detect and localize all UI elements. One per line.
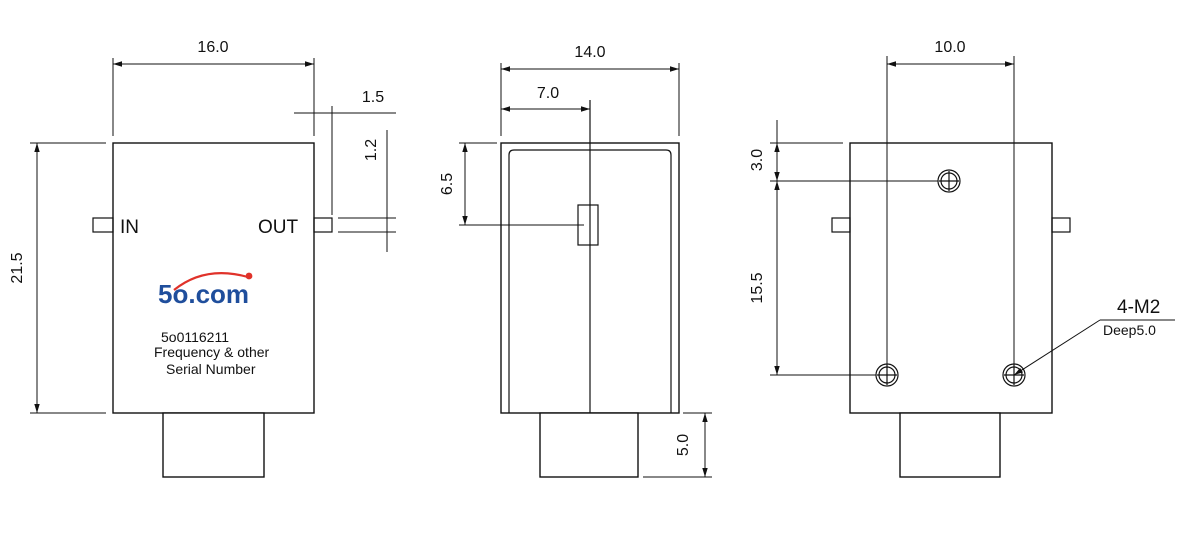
dim-height-text: 21.5 xyxy=(9,252,26,283)
dim-side-width-text: 14.0 xyxy=(574,44,605,61)
dim-pin-pos-text: 6.5 xyxy=(439,173,456,195)
dim-connector-text: 5.0 xyxy=(675,434,692,456)
side-view: 14.0 7.0 6.5 5.0 xyxy=(439,44,712,478)
frequency-text: Frequency & other xyxy=(154,344,270,360)
front-housing xyxy=(112,142,315,414)
dim-top-offset-text: 3.0 xyxy=(749,149,766,171)
back-right-pin xyxy=(1051,217,1071,233)
in-label: IN xyxy=(120,217,139,238)
mounting-hole-top xyxy=(937,169,961,193)
side-connector xyxy=(539,412,639,478)
back-connector xyxy=(899,412,1001,478)
mounting-hole-bottom-left xyxy=(875,363,899,387)
dim-vertical-spacing-text: 15.5 xyxy=(749,272,766,303)
dim-width-text: 16.0 xyxy=(197,39,228,56)
in-pin xyxy=(92,217,114,233)
out-pin xyxy=(313,217,333,233)
logo-swoosh xyxy=(173,272,249,291)
logo-dot xyxy=(245,272,253,280)
thread-callout-text: 4-M2 xyxy=(1117,297,1160,318)
depth-callout-text: Deep5.0 xyxy=(1103,322,1156,338)
callout-leader xyxy=(1013,319,1101,376)
serial-number-text: Serial Number xyxy=(166,361,256,377)
logo-text: 5o.com xyxy=(158,279,249,309)
back-view: 10.0 3.0 15.5 4-M2 Deep5.0 xyxy=(749,39,1175,478)
dim-hole-spacing-text: 10.0 xyxy=(934,39,965,56)
brand-logo: 5o.com xyxy=(158,272,253,309)
dim-pin-offset-text: 1.5 xyxy=(362,89,384,106)
dim-center-text: 7.0 xyxy=(537,85,559,102)
front-connector xyxy=(162,412,265,478)
front-view: IN OUT 5o.com 5o0116211 Frequency & othe… xyxy=(9,39,396,478)
out-label: OUT xyxy=(258,217,299,238)
dim-pin-height-text: 1.2 xyxy=(363,139,380,161)
back-left-pin xyxy=(831,217,851,233)
serial-code: 5o0116211 xyxy=(161,329,229,345)
